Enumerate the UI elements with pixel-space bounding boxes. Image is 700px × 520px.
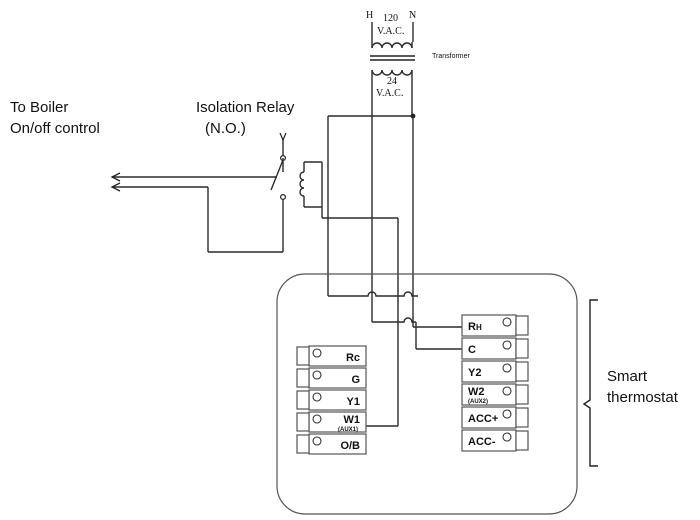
left-terminal-w1: W1(AUX1): [296, 411, 367, 433]
left-terminal-label: W1: [344, 414, 361, 426]
thermostat-housing: [276, 273, 578, 515]
left-terminal-y1: Y1: [296, 389, 367, 411]
thermostat-brace: [582, 299, 598, 467]
right-terminal-label: ACC-: [468, 436, 496, 448]
wiring: [110, 113, 462, 427]
right-terminal-w2: W2(AUX2): [461, 383, 529, 406]
transformer-n-label: N: [409, 10, 416, 21]
left-terminal-label: Rc: [346, 352, 360, 364]
right-terminal-label: RH: [468, 321, 482, 333]
transformer-primary-unit: V.A.C.: [377, 26, 404, 37]
screw-icon: [312, 348, 322, 358]
right-terminal-label: C: [468, 344, 476, 356]
transformer-label: Transformer: [432, 53, 471, 60]
left-terminal-rc: Rc: [296, 345, 367, 367]
left-terminal-label: O/B: [340, 440, 360, 452]
left-terminal-label: Y1: [347, 396, 360, 408]
relay-title: Isolation Relay: [196, 99, 295, 116]
left-terminal-label: G: [351, 374, 360, 386]
right-terminal-rh: RH: [461, 314, 529, 337]
left-terminal-g: G: [296, 367, 367, 389]
screw-icon: [502, 409, 512, 419]
boiler-label-line1: To Boiler: [10, 99, 68, 116]
screw-icon: [312, 414, 322, 424]
transformer-primary-voltage: 120: [383, 13, 398, 24]
thermostat-label-line2: thermostat: [607, 389, 679, 406]
left-terminal-sublabel: (AUX1): [338, 427, 358, 433]
right-terminal-label: Y2: [468, 367, 481, 379]
transformer-secondary-unit: V.A.C.: [376, 88, 403, 99]
screw-icon: [312, 436, 322, 446]
right-terminal-sublabel: (AUX2): [468, 399, 488, 405]
transformer-secondary-voltage: 24: [387, 76, 397, 87]
thermostat-label-line1: Smart: [607, 368, 648, 385]
screw-icon: [312, 392, 322, 402]
right-terminal-acc-: ACC+: [461, 406, 529, 429]
transformer-h-label: H: [366, 10, 373, 21]
screw-icon: [502, 432, 512, 442]
right-terminal-label: ACC+: [468, 413, 498, 425]
screw-icon: [502, 340, 512, 350]
right-terminal-c: C: [461, 337, 529, 360]
right-terminal-label: W2: [468, 386, 485, 398]
relay-subtitle: (N.O.): [205, 120, 246, 137]
transformer: H 120 N V.A.C. Transformer 24 V.A.C.: [366, 10, 471, 116]
screw-icon: [312, 370, 322, 380]
screw-icon: [502, 317, 512, 327]
left-terminal-o-b: O/B: [296, 433, 367, 455]
right-terminal-acc-: ACC-: [461, 429, 529, 452]
boiler-label-line2: On/off control: [10, 120, 100, 137]
right-terminal-y2: Y2: [461, 360, 529, 383]
screw-icon: [502, 386, 512, 396]
screw-icon: [502, 363, 512, 373]
